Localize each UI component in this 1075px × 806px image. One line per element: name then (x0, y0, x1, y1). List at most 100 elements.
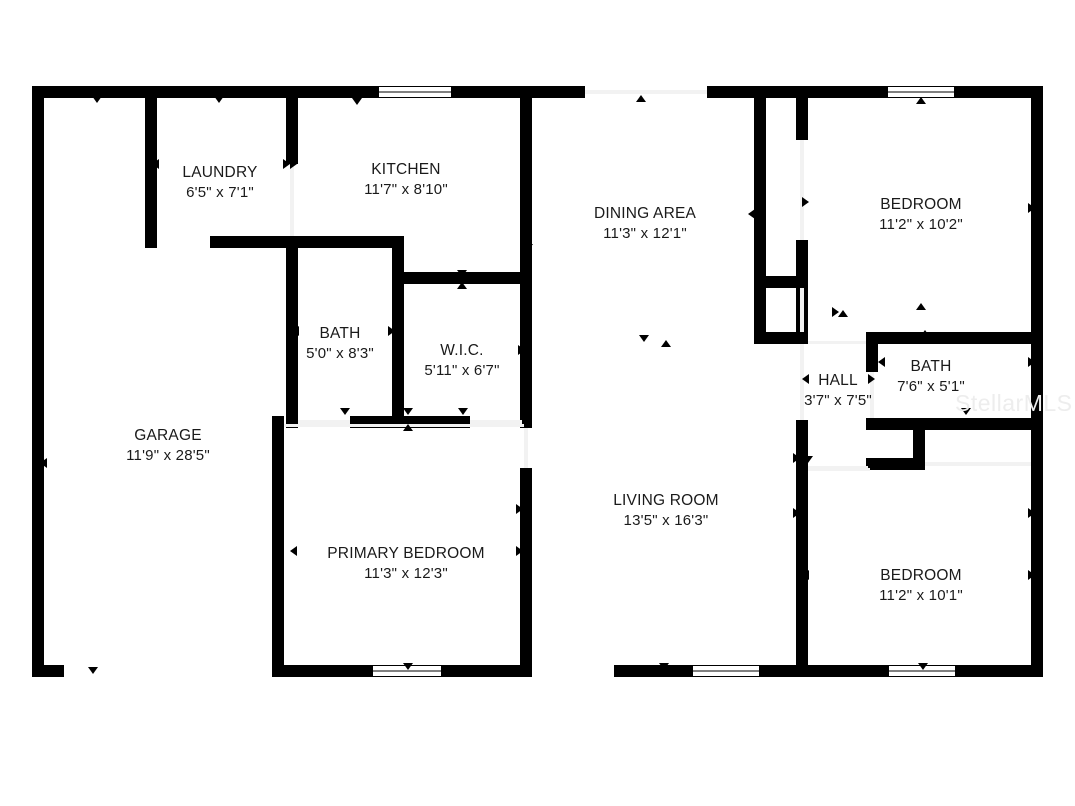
room-name: HALL (818, 372, 858, 389)
bath-hall-west-wall-top (866, 332, 878, 372)
room-label-garage: GARAGE 11'9" x 28'5" (126, 426, 210, 466)
room-name: DINING AREA (593, 205, 697, 222)
room-label-hall: HALL 3'7" x 7'5" (804, 371, 872, 411)
measure-arrow-icon (403, 663, 413, 670)
room-name: PRIMARY BEDROOM (327, 545, 485, 562)
measure-arrow-icon (457, 282, 467, 289)
measure-arrow-icon (838, 310, 848, 317)
measure-arrow-icon (793, 508, 800, 518)
measure-arrow-icon (916, 97, 926, 104)
primary-bedroom-east-wall (520, 468, 532, 677)
room-dims: 11'3" x 12'3" (364, 565, 448, 583)
measure-arrow-icon (1028, 570, 1035, 580)
measure-arrow-icon (92, 96, 102, 103)
measure-arrow-icon (868, 374, 875, 384)
measure-arrow-icon (802, 374, 809, 384)
exterior-wall-top-right-2 (955, 86, 1043, 98)
measure-arrow-icon (803, 456, 813, 463)
garage-east-wall (145, 86, 157, 248)
wic-east-wall (520, 236, 532, 428)
measure-arrow-icon (1028, 508, 1035, 518)
laundry-east-wall-upper (286, 86, 298, 164)
measure-arrow-icon (920, 330, 930, 337)
bath-hall-door-opening (870, 372, 874, 418)
exterior-wall-left-foot (32, 665, 64, 677)
room-name: LIVING ROOM (613, 492, 719, 509)
room-dims: 11'2" x 10'2" (879, 216, 963, 234)
measure-arrow-icon (1028, 357, 1035, 367)
measure-arrow-icon (878, 357, 885, 367)
room-name: BATH (319, 325, 361, 342)
linen-closet-opening (925, 462, 1031, 466)
room-label-bath-hall: BATH 7'6" x 5'1" (897, 357, 965, 397)
sliding-door-opening-dining (585, 90, 707, 94)
room-name: BATH (910, 358, 952, 375)
room-dims: 6'5" x 7'1" (186, 184, 254, 202)
primary-bedroom-door-opening (524, 428, 528, 468)
exterior-wall-left (32, 86, 44, 677)
measure-arrow-icon (916, 303, 926, 310)
measure-arrow-icon (832, 307, 839, 317)
room-dims: 11'2" x 10'1" (879, 587, 963, 605)
measure-arrow-icon (403, 424, 413, 431)
garage-east-wall-foot (145, 236, 157, 248)
measure-arrow-icon (636, 95, 646, 102)
measure-arrow-icon (516, 546, 523, 556)
linen-closet-south-wall (866, 458, 925, 470)
room-label-bedroom-3: BEDROOM 11'2" x 10'1" (879, 566, 963, 606)
measure-arrow-icon (802, 197, 809, 207)
measure-arrow-icon (748, 209, 755, 219)
measure-arrow-icon (290, 159, 297, 169)
measure-arrow-icon (521, 163, 528, 173)
exterior-wall-bottom-primary-left (272, 665, 372, 677)
bath-hall-south-wall (866, 418, 1031, 430)
exterior-wall-bottom-living-left (614, 665, 692, 677)
exterior-wall-bottom-living-right (760, 665, 888, 677)
closet-east-wall-top (796, 86, 808, 140)
room-name: BEDROOM (880, 567, 962, 584)
room-name: GARAGE (134, 427, 202, 444)
laundry-door-opening (290, 164, 294, 238)
window-living-room-bottom (692, 665, 760, 677)
measure-arrow-icon (793, 453, 800, 463)
room-dims: 5'0" x 8'3" (306, 345, 374, 363)
exterior-wall-top-left (32, 86, 378, 98)
room-dims: 11'7" x 8'10" (364, 181, 448, 199)
bath-primary-north-wall (286, 236, 398, 248)
measure-arrow-icon (1028, 203, 1035, 213)
bath-primary-door-opening (298, 420, 350, 424)
exterior-wall-top-kitchen-dining (452, 86, 585, 98)
measure-arrow-icon (457, 270, 467, 277)
exterior-wall-bottom-bedroom3-right (956, 665, 1043, 677)
closet-south-wall-upper (754, 276, 808, 288)
measure-arrow-icon (961, 408, 971, 415)
measure-arrow-icon (152, 159, 159, 169)
room-dims: 13'5" x 16'3" (623, 512, 709, 530)
measure-arrow-icon (290, 546, 297, 556)
bedroom3-door-opening (808, 466, 868, 470)
measure-arrow-icon (395, 345, 402, 355)
measure-arrow-icon (523, 244, 533, 251)
measure-arrow-icon (40, 458, 47, 468)
room-label-wic: W.I.C. 5'11" x 6'7" (424, 341, 499, 381)
measure-arrow-icon (352, 98, 362, 105)
closet-door-opening-upper (800, 140, 804, 240)
room-label-primary-bedroom: PRIMARY BEDROOM 11'3" x 12'3" (327, 544, 484, 584)
room-label-bath-primary: BATH 5'0" x 8'3" (306, 324, 374, 364)
closet-south-wall-lower (754, 332, 808, 344)
measure-arrow-icon (292, 326, 299, 336)
room-label-laundry: LAUNDRY 6'5" x 7'1" (182, 163, 257, 203)
measure-arrow-icon (283, 159, 290, 169)
measure-arrow-icon (388, 326, 395, 336)
room-name: LAUNDRY (182, 164, 258, 181)
wic-door-opening (470, 420, 522, 424)
room-name: W.I.C. (440, 342, 484, 359)
room-name: KITCHEN (371, 161, 441, 178)
room-label-living-room: LIVING ROOM 13'5" x 16'3" (613, 491, 719, 531)
closet-door-opening-lower (800, 288, 804, 332)
measure-arrow-icon (639, 335, 649, 342)
measure-arrow-icon (214, 96, 224, 103)
exterior-wall-bottom-primary-right (442, 665, 532, 677)
linen-closet-wall (913, 418, 925, 470)
